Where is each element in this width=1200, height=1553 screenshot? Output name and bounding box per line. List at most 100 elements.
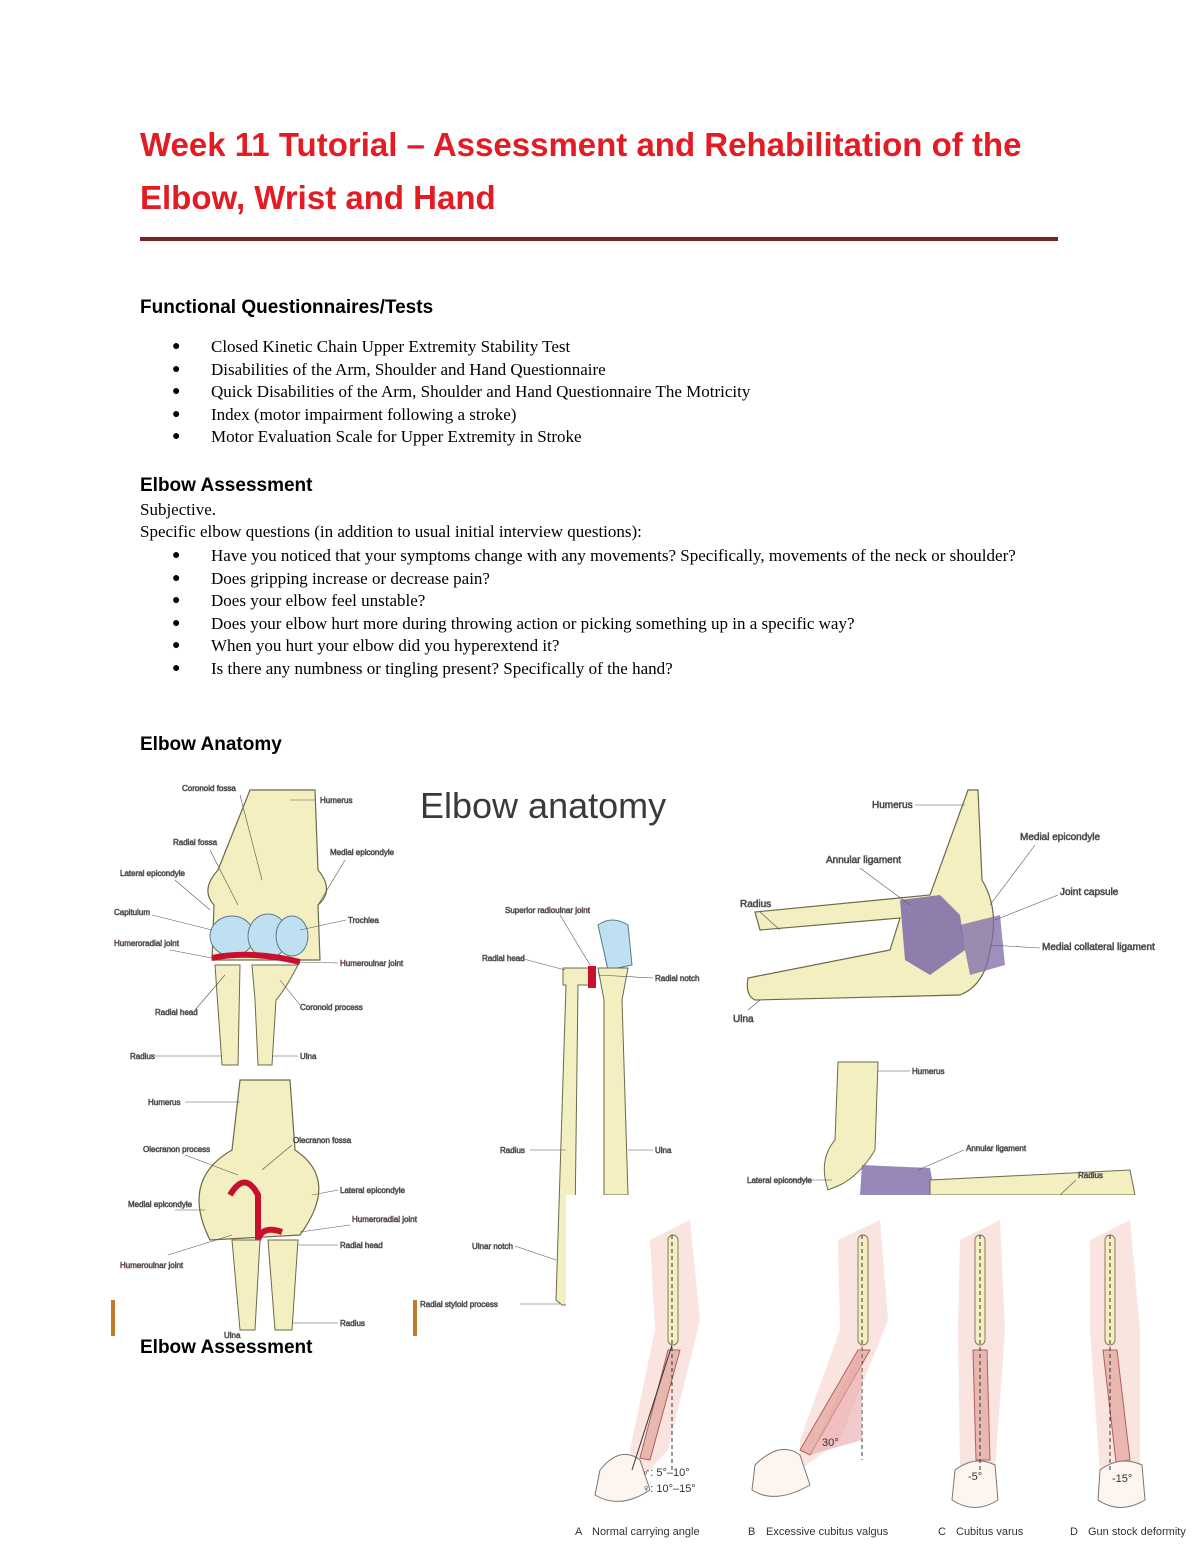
label-ulna-forearm: Ulna [655, 1146, 672, 1155]
panel-a-caption: Normal carrying angle [592, 1526, 700, 1538]
label-coronoid-process: Coronoid process [300, 1003, 363, 1012]
panel-d-letter: D [1070, 1526, 1078, 1538]
label-lateral-epicondyle: Lateral epicondyle [120, 869, 185, 878]
label-radius-posterior: Radius [340, 1319, 365, 1328]
label-ulnar-notch: Ulnar notch [472, 1242, 513, 1251]
elbow-anatomy-heading: Elbow Anatomy [140, 734, 282, 755]
list-item-text: When you hurt your elbow did you hyperex… [211, 636, 560, 656]
title-divider [140, 237, 1058, 241]
bullet-icon: ● [172, 339, 181, 354]
label-capitulum: Capitulum [114, 908, 150, 917]
label-superior-radioulnar-joint: Superior radioulnar joint [505, 906, 591, 915]
list-item: ● Closed Kinetic Chain Upper Extremity St… [172, 336, 1072, 359]
functional-list: ● Closed Kinetic Chain Upper Extremity St… [172, 336, 1072, 449]
bullet-icon: ● [172, 660, 181, 676]
label-radius-forearm: Radius [500, 1146, 525, 1155]
panel-b-angle: 30° [822, 1437, 839, 1449]
bullet-icon: ● [172, 615, 181, 631]
lateral-labels: Humerus Annular ligament Lateral epicond… [747, 1067, 1103, 1196]
questions-intro: Specific elbow questions (in addition to… [140, 522, 642, 541]
label-ulna-posterior: Ulna [224, 1331, 241, 1340]
panel-d-angle: -15° [1112, 1473, 1132, 1485]
list-item: ● Quick Disabilities of the Arm, Shoulder… [172, 381, 1072, 404]
list-item-text: Motor Evaluation Scale for Upper Extremi… [211, 427, 582, 447]
label-humerus-medial: Humerus [872, 800, 913, 811]
panel-d-caption: Gun stock deformity [1088, 1526, 1186, 1538]
list-item: ● Does your elbow hurt more during throwi… [172, 613, 1042, 636]
label-radius: Radius [130, 1052, 155, 1061]
list-item: ●Disabilities of the Arm, Shoulder and H… [172, 359, 1072, 382]
posterior-elbow-illustration [198, 1079, 320, 1331]
label-humeroulnar-joint: Humeroulnar joint [340, 959, 404, 968]
list-item-text: Index (motor impairment following a stro… [211, 404, 517, 424]
list-item: ●Motor Evaluation Scale for Upper Extrem… [172, 426, 1072, 449]
bullet-icon: ● [172, 548, 181, 563]
label-radial-fossa: Radial fossa [173, 838, 218, 847]
list-item: ● Does gripping increase or decrease pain… [172, 568, 1042, 591]
list-item: ● Is there any numbness or tingling prese… [172, 658, 1042, 681]
panel-d-arm [1090, 1220, 1146, 1508]
elbow-assessment-heading: Elbow Assessment [140, 475, 313, 496]
label-radius-lateral: Radius [1078, 1171, 1103, 1180]
bullet-icon: ● [172, 638, 181, 654]
functional-heading: Functional Questionnaires/Tests [140, 297, 434, 318]
label-lateral-epicondyle-posterior: Lateral epicondyle [340, 1186, 405, 1195]
label-medial-epicondyle-medial: Medial epicondyle [1020, 832, 1100, 843]
panel-c-angle: -5° [968, 1471, 982, 1483]
list-item: ●Does your elbow feel unstable? [172, 590, 1042, 613]
lateral-elbow-illustration [823, 1061, 1136, 1196]
crop-marker [413, 1300, 417, 1336]
label-humeroulnar-joint-posterior: Humeroulnar joint [120, 1261, 184, 1270]
label-olecranon-process: Olecranon process [143, 1145, 210, 1154]
label-radial-head: Radial head [155, 1008, 198, 1017]
carrying-angle-figure: ♂: 5°–10° ♀: 10°–15° A Normal carrying a… [566, 1195, 1200, 1553]
bullet-icon: ● [172, 384, 181, 400]
anterior-labels: Coronoid fossa Humerus Radial fossa Medi… [114, 784, 405, 1062]
anterior-elbow-illustration [207, 789, 328, 1066]
forearm-labels: Superior radioulnar joint Radial head Ra… [420, 906, 700, 1310]
panel-a-letter: A [575, 1526, 583, 1538]
figure-title: Elbow anatomy [420, 785, 666, 826]
panel-b-arm [751, 1220, 888, 1497]
panel-a-angle-male: ♂: 5°–10° [642, 1467, 690, 1479]
list-item-text: Have you noticed that your symptoms chan… [211, 546, 1016, 565]
list-item: ● When you hurt your elbow did you hypere… [172, 635, 1042, 658]
label-radial-styloid-process: Radial styloid process [420, 1300, 498, 1309]
panel-c-letter: C [938, 1526, 946, 1538]
label-ulna-medial: Ulna [733, 1014, 754, 1025]
label-coronoid-fossa: Coronoid fossa [182, 784, 236, 793]
posterior-labels: Humerus Olecranon process Olecranon foss… [120, 1098, 418, 1341]
document-title: Week 11 Tutorial – Assessment and Rehabi… [140, 126, 1022, 216]
label-annular-ligament-lateral: Annular ligament [966, 1144, 1027, 1153]
list-item-text: Does your elbow feel unstable? [211, 591, 426, 611]
questions-list: ● Have you noticed that your symptoms cha… [172, 545, 1042, 681]
crop-marker [111, 1300, 115, 1336]
label-radial-notch: Radial notch [655, 974, 699, 983]
panel-a-arm [594, 1220, 700, 1502]
label-medial-collateral-ligament: Medial collateral ligament [1042, 942, 1155, 953]
list-item-text: Is there any numbness or tingling presen… [211, 658, 673, 678]
bullet-icon: ● [172, 406, 181, 422]
bullet-icon: ● [172, 570, 181, 586]
label-humerus: Humerus [320, 796, 352, 805]
label-ulna: Ulna [300, 1052, 317, 1061]
forearm-bones-illustration [555, 919, 633, 1306]
list-item-text: Quick Disabilities of the Arm, Shoulder … [211, 382, 751, 402]
label-medial-epicondyle-posterior: Medial epicondyle [128, 1200, 193, 1209]
panel-a-angle-female: ♀: 10°–15° [642, 1483, 696, 1495]
list-item-text: Does gripping increase or decrease pain? [211, 568, 490, 588]
panel-b-letter: B [748, 1526, 755, 1538]
list-item-text: Does your elbow hurt more during throwin… [211, 613, 855, 633]
medial-elbow-illustration [746, 789, 1005, 1001]
bullet-icon: ● [172, 361, 181, 377]
medial-labels: Humerus Medial epicondyle Annular ligame… [733, 800, 1156, 1026]
list-item: ● Have you noticed that your symptoms cha… [172, 545, 1042, 568]
label-lateral-epicondyle-lateral: Lateral epicondyle [747, 1176, 812, 1185]
list-item-text: Closed Kinetic Chain Upper Extremity Sta… [211, 337, 571, 356]
label-humeroradial-joint-posterior: Humeroradial joint [352, 1215, 418, 1224]
label-annular-ligament-medial: Annular ligament [826, 855, 901, 866]
subjective-label: Subjective. [140, 500, 217, 519]
label-radial-head-posterior: Radial head [340, 1241, 383, 1250]
label-humerus-posterior: Humerus [148, 1098, 180, 1107]
